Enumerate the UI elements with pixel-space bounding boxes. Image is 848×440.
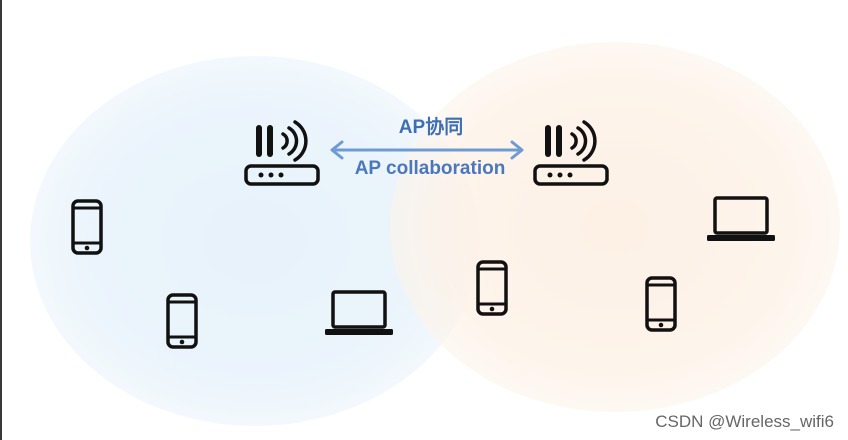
phone-icon (645, 276, 677, 332)
ap-collaboration-label-en: AP collaboration (354, 158, 506, 179)
left-border (0, 0, 2, 440)
laptop-icon (706, 195, 776, 243)
double-arrow-icon (328, 140, 526, 160)
phone-icon (71, 199, 103, 255)
phone-icon (166, 293, 198, 349)
router-icon (243, 120, 323, 188)
laptop-icon (324, 289, 394, 337)
watermark: CSDN @Wireless_wifi6 (655, 412, 834, 431)
phone-icon (476, 260, 508, 316)
ap-collaboration-label-cn: AP协同 (398, 117, 464, 138)
coverage-area-right (390, 42, 840, 412)
router-icon (532, 120, 612, 188)
